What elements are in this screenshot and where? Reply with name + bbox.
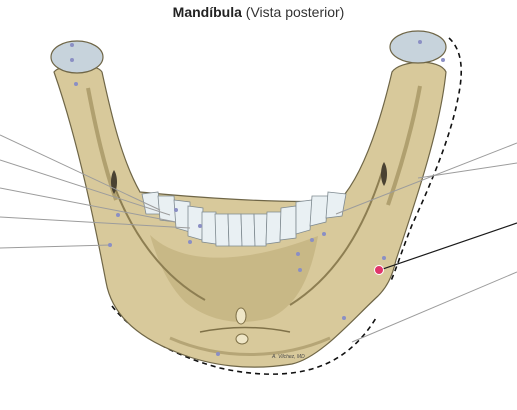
- digastric-fossa: [199, 326, 291, 333]
- right-condyle: [389, 30, 447, 64]
- right-ramus-groove: [386, 85, 422, 206]
- leader-line-left-2: [0, 159, 171, 216]
- mylohyoid-line-left: [111, 179, 206, 301]
- highlight-point: [374, 265, 384, 275]
- artist-signature: A. Vilchez, MD: [271, 354, 305, 360]
- superior-mental-spine: [235, 307, 247, 325]
- figure-title: Mandíbula (Vista posterior): [0, 4, 517, 20]
- leader-line-right-4: [351, 271, 517, 343]
- right-mandibular-foramen: [381, 162, 387, 186]
- left-condyle: [50, 40, 104, 74]
- inferior-border-shadow: [169, 336, 331, 356]
- leader-line-right-3: [379, 222, 517, 271]
- title-qualifier: (Vista posterior): [245, 4, 345, 20]
- leader-line-left-3: [0, 187, 177, 223]
- marker-dots: [70, 40, 445, 356]
- lingual-surface-shadow: [150, 235, 318, 322]
- title-main: Mandíbula: [172, 4, 242, 20]
- inferior-mental-spine: [235, 333, 249, 345]
- leader-line-right-2: [417, 162, 517, 179]
- dashed-outline-right-ramus: [389, 37, 463, 284]
- leader-line-right-1: [335, 142, 517, 215]
- leader-line-left-5: [0, 244, 111, 249]
- leader-line-left-4: [0, 216, 191, 229]
- mylohyoid-line-right: [289, 171, 383, 306]
- leader-line-left-1: [0, 134, 161, 211]
- leader-lines: [0, 134, 517, 343]
